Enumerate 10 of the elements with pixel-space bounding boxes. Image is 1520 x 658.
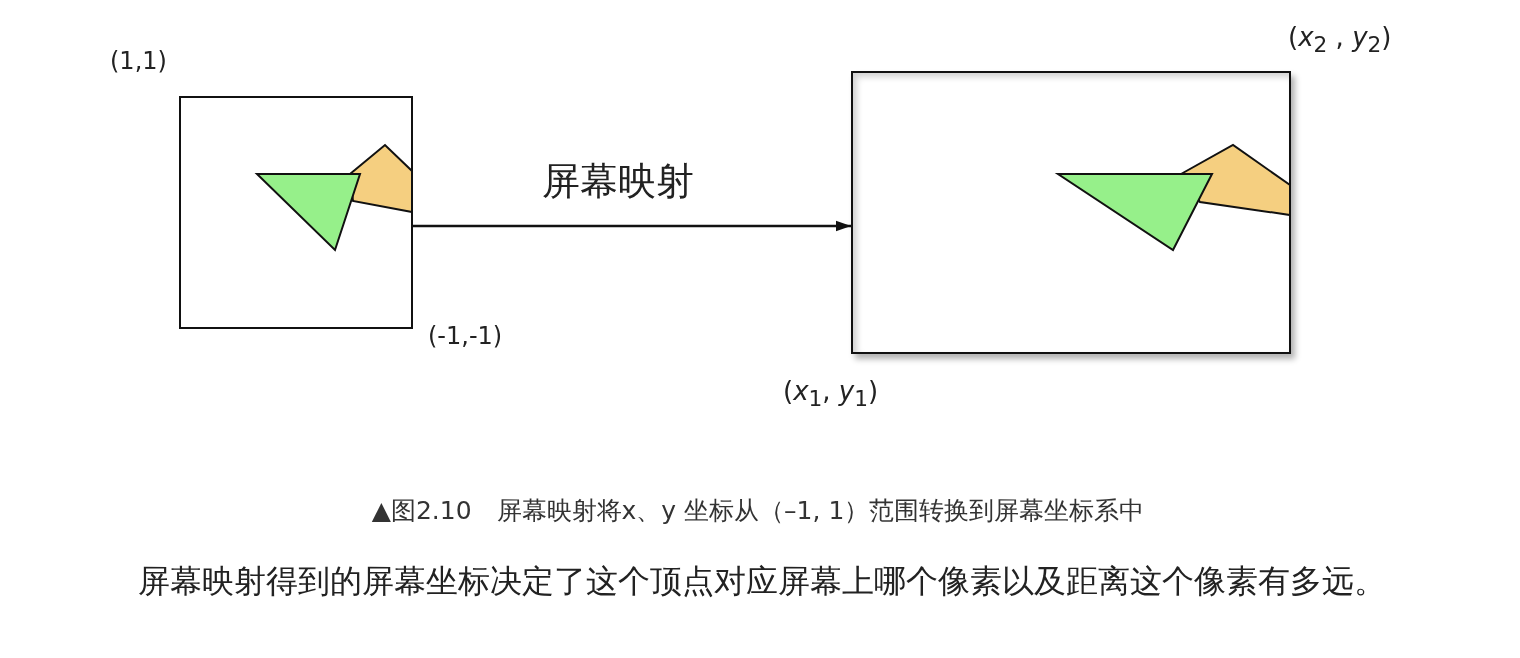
arrow [413, 220, 851, 232]
frame [851, 71, 1291, 354]
frame [179, 96, 413, 329]
edge-label: 屏幕映射 [542, 158, 694, 205]
coordinate-label: (x$_{1}$, y$_{1}$) [783, 376, 879, 412]
paragraph: 屏幕映射得到的屏幕坐标决定了这个顶点对应屏幕上哪个像素以及距离这个像素有多远。 [137, 561, 1387, 602]
coordinate-label: (x$_{2}$ , y$_{2}$) [1288, 22, 1392, 58]
coordinate-label: (1,1) [110, 47, 167, 75]
coordinate-label: (-1,-1) [428, 322, 503, 350]
figure-caption: ▲图2.10 屏幕映射将x、y 坐标从（–1, 1）范围转换到屏幕坐标系中 [370, 495, 1146, 527]
